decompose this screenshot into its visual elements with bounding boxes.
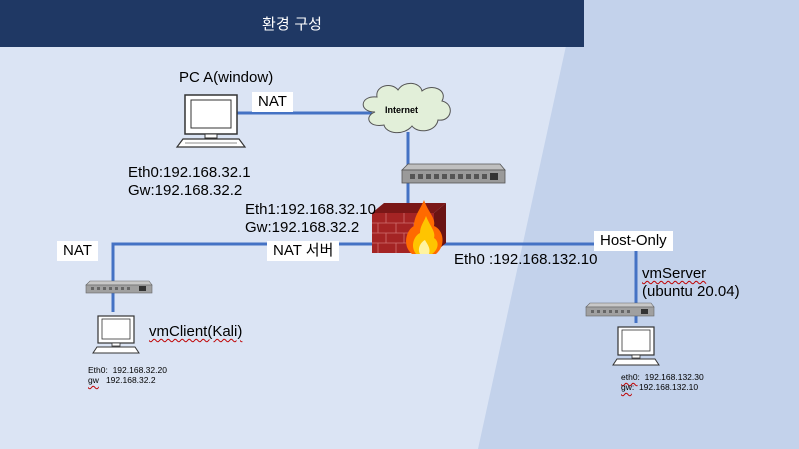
computer-icon: [175, 94, 247, 148]
vm-server-eth0: eth0: 192.168.132.30: [621, 372, 704, 382]
firewall-icon: [372, 200, 446, 254]
pc-a-eth0: Eth0:192.168.32.1: [128, 164, 251, 181]
background-band: [478, 0, 799, 449]
pc-a-name: PC A(window): [179, 69, 274, 86]
host-only-label: Host-Only: [594, 231, 673, 251]
vm-server-os: (ubuntu 20.04): [642, 283, 740, 300]
nat-top-label: NAT: [252, 92, 293, 112]
vm-server-name: vmServer: [642, 265, 706, 283]
vm-client-eth0: Eth0: 192.168.32.20: [88, 365, 167, 375]
vm-server-gw: gw: 192.168.132.10: [621, 382, 698, 392]
nat-left-label: NAT: [57, 241, 98, 261]
nat-server-label: NAT 서버: [267, 241, 340, 261]
switch-icon: [585, 302, 655, 317]
vm-client-gw-value: 192.168.32.2: [98, 375, 156, 385]
vm-client-name: vmClient(Kali): [149, 323, 242, 341]
vm-client-name-text: vmClient(Kali): [149, 323, 243, 340]
computer-icon: [612, 326, 660, 366]
firewall-gw: Gw:192.168.32.2: [245, 219, 360, 236]
title-bar: 환경 구성: [0, 0, 584, 47]
vm-client-gw-key: gw: [88, 375, 99, 385]
switch-icon: [85, 280, 153, 294]
internet-label: Internet: [385, 105, 419, 115]
page-title: 환경 구성: [262, 15, 322, 33]
vm-server-eth0-key: eth0: [621, 372, 638, 382]
switch-icon: [401, 163, 506, 184]
vm-server-name-text: vmServer: [642, 265, 707, 282]
computer-icon: [92, 315, 140, 354]
cloud-icon: [362, 82, 451, 134]
firewall-eth1: Eth1:192.168.32.10: [245, 201, 376, 218]
vm-server-gw-value: : 192.168.132.10: [631, 382, 699, 392]
firewall-eth0: Eth0 :192.168.132.10: [454, 251, 598, 268]
vm-server-gw-key: gw: [621, 382, 632, 392]
pc-a-gw: Gw:192.168.32.2: [128, 182, 243, 199]
vm-client-gw: gw 192.168.32.2: [88, 375, 156, 385]
vm-server-eth0-value: : 192.168.132.30: [637, 372, 704, 382]
